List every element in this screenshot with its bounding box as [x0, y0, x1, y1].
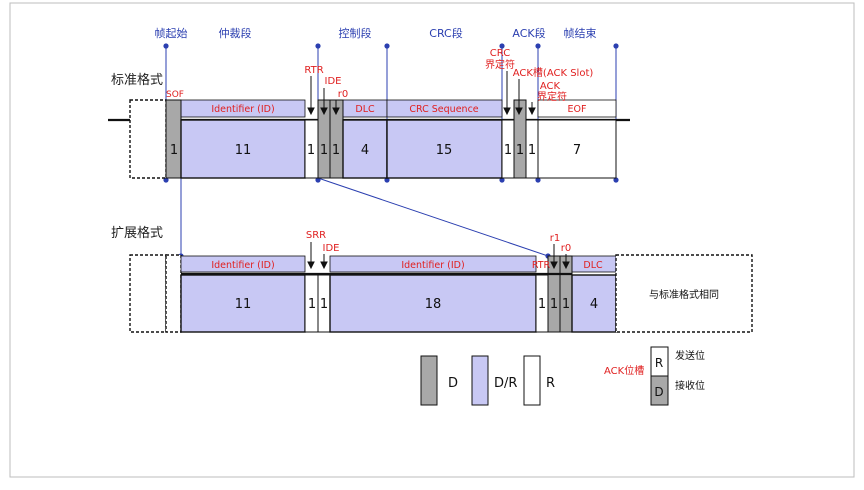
label-srr: SRR	[306, 230, 326, 241]
bits-eof: 7	[573, 143, 581, 158]
standard-format-label: 标准格式	[111, 72, 163, 88]
label-std-rtr: RTR	[304, 65, 323, 76]
bits-std-identifier: 11	[235, 143, 252, 158]
bits-std-r0: 1	[332, 143, 340, 158]
label-crc-sequence: CRC Sequence	[409, 104, 478, 115]
bits-sof: 1	[170, 143, 178, 158]
phase-ack: ACK段	[512, 26, 545, 40]
label-crc-delim-2: 界定符	[485, 58, 515, 71]
label-ack-delim-2: 界定符	[537, 90, 567, 103]
bits-std-dlc: 4	[361, 143, 369, 158]
legend-recv-bit: 接收位	[675, 379, 705, 392]
standard-frame	[108, 99, 630, 179]
bits-ext-r0: 1	[562, 297, 570, 312]
label-std-r0: r0	[338, 89, 348, 100]
extended-pointer-arrows	[307, 242, 570, 270]
bits-std-rtr: 1	[307, 143, 315, 158]
phase-control: 控制段	[339, 26, 372, 40]
legend-ack-d-cell	[650, 375, 669, 406]
extended-field-labels: Identifier (ID) SRR IDE Identifier (ID) …	[211, 230, 719, 301]
label-std-ide: IDE	[325, 76, 342, 87]
label-ext-r0: r0	[561, 243, 571, 254]
bits-ack-delim: 1	[528, 143, 536, 158]
label-ext-rtr: RTR	[532, 260, 551, 271]
label-ack-slot: ACK槽(ACK Slot)	[513, 66, 594, 79]
bits-ext-dlc: 4	[590, 297, 598, 312]
label-r1: r1	[550, 233, 560, 244]
bits-ext-ide: 1	[320, 297, 328, 312]
legend: D D/R R ACK位槽 R D 发送位 接收位	[420, 346, 705, 406]
label-ext-ide: IDE	[323, 243, 340, 254]
label-std-identifier: Identifier (ID)	[211, 104, 274, 115]
label-ext-identifier-a: Identifier (ID)	[211, 260, 274, 271]
phase-header: 帧起始 仲裁段 控制段 CRC段 ACK段 帧结束	[155, 26, 597, 40]
bits-ext-identifier-a: 11	[235, 297, 252, 312]
standard-bit-counts: 1 11 1 1 1 4 15 1 1 1 7	[170, 143, 581, 158]
legend-label-d: D	[448, 376, 458, 391]
extended-format-label: 扩展格式	[111, 225, 163, 241]
bits-r1: 1	[550, 297, 558, 312]
legend-ack-d-text: D	[654, 385, 663, 399]
label-ext-identifier-b: Identifier (ID)	[401, 260, 464, 271]
label-same-as-standard: 与标准格式相同	[649, 288, 719, 301]
phase-start-of-frame: 帧起始	[155, 26, 188, 40]
legend-swatch-dr	[471, 355, 489, 406]
bits-crc-delim: 1	[504, 143, 512, 158]
legend-ack-slot-label: ACK位槽	[604, 364, 644, 377]
phase-arbitration: 仲裁段	[219, 26, 252, 40]
bits-srr: 1	[308, 297, 316, 312]
legend-ack-r-text: R	[655, 356, 663, 370]
legend-swatch-d	[420, 355, 438, 406]
extended-frame	[129, 254, 753, 333]
bits-std-ide: 1	[320, 143, 328, 158]
bits-ext-identifier-b: 18	[425, 297, 442, 312]
bits-ack-slot: 1	[516, 143, 524, 158]
legend-swatch-r	[523, 355, 541, 406]
label-ext-dlc: DLC	[583, 260, 603, 271]
standard-field-labels: SOF Identifier (ID) RTR IDE r0 DLC CRC S…	[166, 48, 593, 115]
legend-label-r: R	[546, 376, 555, 391]
extended-bit-counts: 11 1 1 18 1 1 1 4	[235, 297, 598, 312]
bits-ext-rtr: 1	[538, 297, 546, 312]
label-ack-delim-1: ACK	[540, 81, 561, 92]
phase-end-of-frame: 帧结束	[564, 26, 597, 40]
legend-label-dr: D/R	[494, 376, 517, 391]
label-eof: EOF	[568, 104, 587, 115]
label-sof: SOF	[166, 90, 184, 100]
standard-pointer-arrows	[307, 71, 536, 116]
label-crc-delim-1: CRC	[490, 48, 510, 59]
legend-send-bit: 发送位	[675, 349, 705, 362]
label-std-dlc: DLC	[355, 104, 375, 115]
phase-crc: CRC段	[429, 26, 462, 40]
bits-crc: 15	[436, 143, 453, 158]
